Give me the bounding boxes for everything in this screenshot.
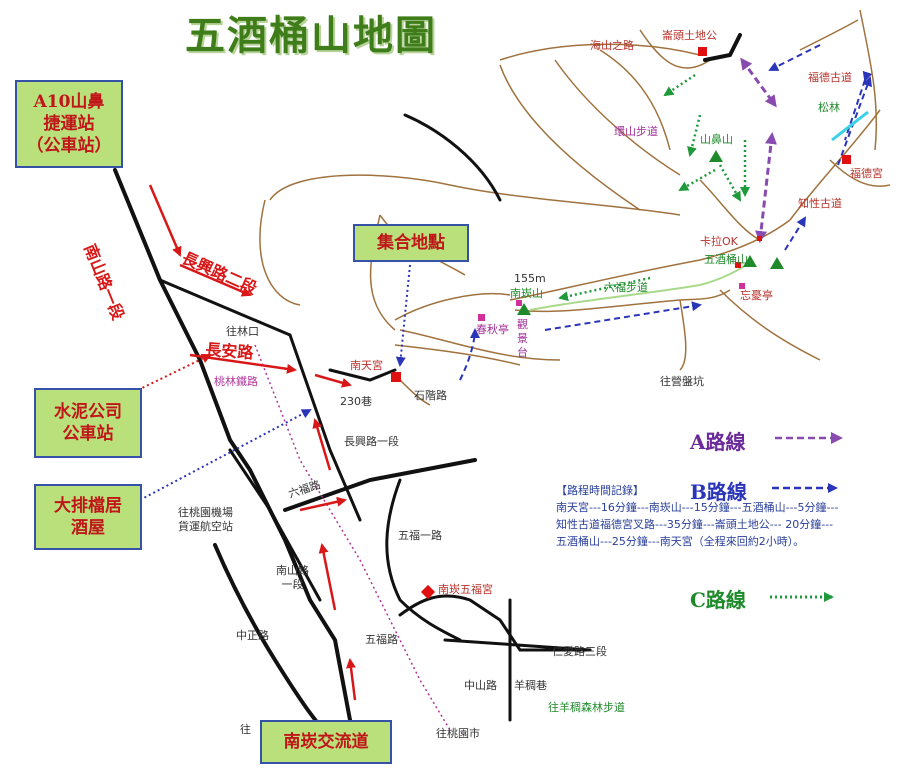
height-label: 155m [514,272,546,285]
huanshan-trail-label: 環山步道 [614,125,658,138]
stone-steps-label: 石階路 [414,389,447,402]
shanbi-mountain-label: 山鼻山 [700,133,733,146]
time-record-header: 【路程時間記錄】 [556,484,644,497]
road-network [113,33,742,742]
red-arrows [148,184,357,701]
map-title: 五酒桶山地圖 [185,12,437,59]
time-record-line-2: 知性古道福德宮叉路---35分鐘---崙頭土地公--- 20分鐘--- [556,518,834,531]
cement-company-bus-stop-box: 水泥公司 公車站 [34,388,142,458]
bar-restaurant-label: 大排檔居 酒屋 [54,495,122,538]
to-yingpankeng-label: 往營盤坑 [660,375,704,388]
nankan-wufu-temple-label: 南崁五福宮 [438,583,493,596]
nantian-temple-label: 南天宮 [350,359,383,372]
a10-metro-station-label: A10山鼻 捷運站 （公車站） [26,91,112,157]
route-c [558,73,750,302]
zhongzheng-rd-label: 中正路 [236,629,269,642]
airport-cargo-label: 往桃園機場 貨運航空站 [178,506,233,533]
zhongshan-rd-label: 中山路 [464,679,497,692]
chunqiu-pavilion-label: 春秋亭 [476,323,509,336]
contour-lines [259,9,891,406]
yanggu-lane-label: 羊稠巷 [514,679,547,692]
haishan-rd-label: 海山之路 [590,39,634,52]
time-record-line-3: 五酒桶山---25分鐘---南天宮（全程來回約2小時）。 [556,535,805,548]
wujiutong-mountain-label: 五酒桶山 [704,253,748,266]
viewing-deck-label: 觀 景 台 [517,318,528,359]
yanggu-forest-trail-label: 往羊稠森林步道 [548,701,625,714]
left-edge-road-label: 往 [240,723,251,736]
karaoke-label: 卡拉OK [700,235,738,248]
changxing-rd-1-label: 長興路一段 [344,435,399,448]
liufu-trail-line [529,261,751,311]
lane-230-label: 230巷 [340,395,372,408]
renai-rd-3-label: 仁愛路三段 [552,645,607,658]
wufu-rd-label: 五福路 [365,633,398,646]
place-markers-magenta [478,283,745,321]
changan-rd-label: 長安路 [204,340,255,363]
zhixing-old-trail-label: 知性古道 [798,197,842,210]
to-taoyuan-label: 往桃園市 [436,727,480,740]
legend-route-a: A路線 [690,430,746,454]
meeting-point-box: 集合地點 [353,224,469,262]
pine-forest-mark [831,110,869,142]
wangyou-pavilion-label: 忘憂亭 [740,289,773,302]
fude-old-trail-label: 福德古道 [808,71,852,84]
interchange-label: 南崁交流道 [283,731,369,752]
taolin-railway-label: 桃林鐵路 [214,375,258,388]
place-markers-red [391,47,851,600]
pointer-lines [137,264,411,501]
cement-company-bus-stop-label: 水泥公司 公車站 [54,401,122,444]
to-linkou-label: 往林口 [226,325,259,338]
railway-line [254,344,451,731]
fude-temple-label: 福德宮 [850,167,883,180]
summit-markers [517,150,784,315]
route-b [459,44,873,381]
interchange-box: 南崁交流道 [260,720,392,764]
legend-arrows [770,432,843,602]
a10-metro-station-box: A10山鼻 捷運站 （公車站） [15,80,123,168]
route-a [740,57,777,243]
time-record: 【路程時間記錄】 南天宮---16分鐘---南崁山---15分鐘---五酒桶山-… [556,482,896,550]
nankan-mountain-label: 南崁山 [510,287,543,300]
cuotou-tudi-label: 崙頭土地公 [662,29,717,42]
bar-restaurant-box: 大排檔居 酒屋 [34,484,142,550]
legend-route-b: B路線 [690,480,747,504]
meeting-point-label: 集合地點 [377,232,445,253]
wufu-rd-1-label: 五福一路 [398,529,442,542]
pine-forest-label: 松林 [818,101,840,114]
nanshan-rd-1-small-label: 南山路 一段 [276,564,309,591]
legend-route-c: C路線 [690,588,746,612]
liufu-trail-label: 六福步道 [604,281,648,294]
time-record-line-1: 南天宮---16分鐘---南崁山---15分鐘---五酒桶山---5分鐘--- [556,501,839,514]
